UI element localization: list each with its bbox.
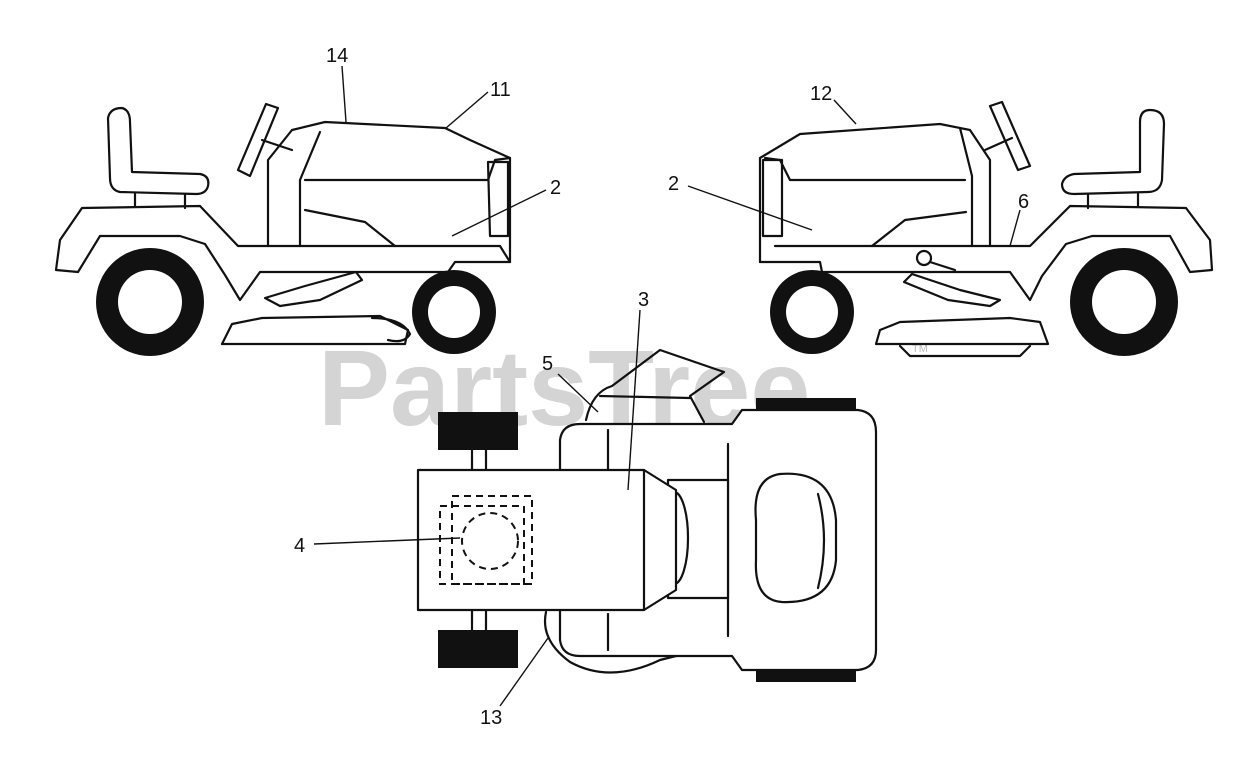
lever-right: [928, 260, 957, 272]
front-wheel-top-lower: [438, 630, 518, 668]
leader-13: [499, 637, 549, 707]
steering-column-left: [260, 138, 294, 152]
decal-circle: [461, 512, 519, 570]
leader-2-right: [687, 185, 813, 231]
leader-12: [833, 99, 857, 125]
leader-3: [627, 309, 641, 491]
engine-side-right: [870, 210, 968, 248]
leader-4: [313, 537, 461, 545]
front-wheel-top-upper: [438, 412, 518, 450]
hood-left: [266, 120, 512, 264]
callout-11: 11: [490, 79, 511, 101]
leader-11: [445, 91, 489, 129]
callout-5: 5: [542, 353, 553, 375]
chassis-left: [54, 204, 512, 302]
deck-chute-left: [370, 316, 412, 343]
lever-knob-right: [915, 249, 933, 267]
rear-hub-right: [1092, 270, 1156, 334]
steering-wheel-right: [988, 100, 1032, 172]
seat-top: [754, 472, 838, 604]
watermark-trademark: TM: [912, 343, 928, 355]
mower-deck-right: [874, 316, 1050, 346]
mower-deck-top: [543, 610, 702, 674]
hood-edge-right: [958, 126, 974, 248]
callout-2-left: 2: [550, 177, 561, 199]
callout-3: 3: [638, 289, 649, 311]
rear-hub-left: [118, 270, 182, 334]
steering-column-right: [983, 136, 1014, 152]
tractor-left-side-view: [54, 102, 512, 356]
pedal-left: [263, 270, 364, 308]
rear-wheel-top-upper: [756, 398, 856, 412]
hood-edge-left: [298, 130, 322, 248]
discharge-chute-top: [584, 348, 726, 424]
chassis-right: [758, 204, 1214, 302]
callout-6: 6: [1018, 191, 1029, 213]
chute-edge-top: [598, 394, 692, 400]
callout-13: 13: [480, 707, 502, 729]
hood-top: [416, 468, 678, 612]
callout-4: 4: [294, 535, 305, 557]
callout-14: 14: [326, 45, 348, 67]
front-hub-left: [428, 286, 480, 338]
steering-wheel-left: [236, 102, 280, 178]
tractor-right-side-view: [758, 100, 1214, 358]
callout-12: 12: [810, 83, 832, 105]
tractor-top-view: [416, 348, 878, 682]
rear-wheel-top-lower: [756, 668, 856, 682]
hood-line-right: [763, 156, 967, 182]
mower-deck-left: [220, 314, 410, 346]
callout-leaders: [313, 65, 1021, 707]
leader-6: [1009, 209, 1021, 247]
front-axle-top: [470, 448, 488, 632]
callout-labels: 14 11 2 12 2 6 3 5 4 13: [294, 45, 1029, 729]
seat-back-top: [816, 492, 826, 590]
hood-line-left: [303, 156, 512, 182]
callout-2-right: 2: [668, 173, 679, 195]
hood-right: [758, 122, 992, 264]
leader-14: [341, 65, 347, 123]
front-hub-right: [786, 286, 838, 338]
engine-side-left: [303, 208, 397, 248]
grille-left: [486, 160, 510, 238]
deck-skirt-right: [898, 344, 1032, 358]
pedal-right: [902, 272, 1002, 308]
grille-right: [761, 158, 784, 238]
leader-5: [557, 373, 599, 413]
decal-area-inner: [451, 495, 533, 585]
seat-right: [1060, 108, 1166, 196]
leader-2-left: [451, 189, 547, 237]
seat-left: [106, 106, 210, 196]
